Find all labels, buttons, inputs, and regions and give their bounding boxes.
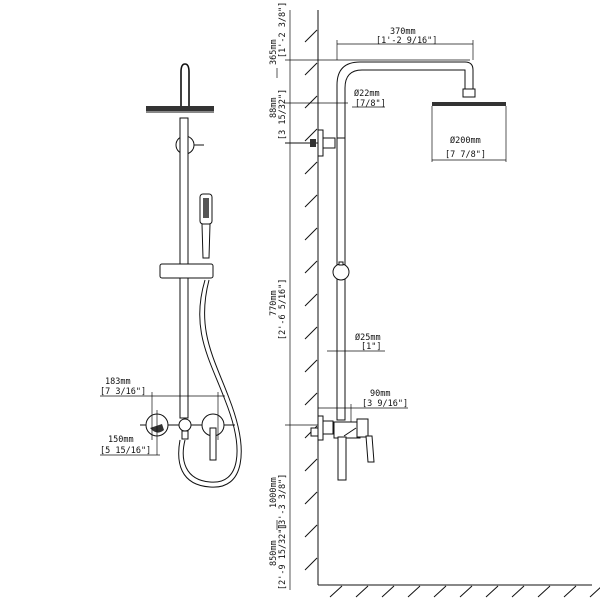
dim-arm-inch: [3 15/32"] [278,89,288,140]
vertical-dimension-chain: 365mm [1'-2 3/8"] 88mm [3 15/32"] 770mm … [269,2,470,590]
dim-valve-spacing-mm: 183mm [105,377,131,387]
floor-hatch-line [459,585,473,598]
wall-hatch-line [304,392,318,406]
front-slide-holder [159,263,214,279]
wall [304,10,319,585]
wall-hatch-line [304,524,318,538]
floor-hatch-line [355,585,369,598]
dim-valve-spacing: 183mm [7 3/16"] [100,377,225,440]
dim-arm-mm: 88mm [269,98,279,118]
wall-hatch-line [304,557,318,571]
wall-hatch-line [304,359,318,373]
front-shower-head [146,63,214,113]
dim-arm-reach: 370mm [1'-2 9/16"] [336,27,474,60]
dim-riser-pipe-inch: [1"] [361,342,381,352]
side-view: 365mm [1'-2 3/8"] 88mm [3 15/32"] 770mm … [269,2,600,598]
wall-hatch-line [304,194,318,208]
side-slider-knob [332,263,350,281]
dim-top-mm: 365mm [269,39,279,65]
dim-valve-depth-mm: 90mm [370,389,390,399]
dim-head-diameter-inch: [7 7/8"] [445,150,486,160]
side-rain-shower-head: Ø200mm [7 7/8"] [431,102,507,162]
wall-hatch-line [304,161,318,175]
floor-hatch-line [485,585,499,598]
front-view: 183mm [7 3/16"] 150mm [5 15/16"] [100,63,242,488]
side-wall-bracket [285,129,336,157]
floor-hatch-line [511,585,525,598]
dim-valve-spacing-inch: [7 3/16"] [100,387,146,397]
dim-arm-reach-inch: [1'-2 9/16"] [376,36,437,46]
floor-hatch-line [381,585,395,598]
dim-valve-min-inch: [2'-9 15/32"] [278,523,288,590]
dim-valve-depth-inch: [3 9/16"] [362,399,408,409]
wall-hatch-line [304,491,318,505]
floor-hatch-line [433,585,447,598]
dim-arm-pipe-inch: [7/8"] [355,99,386,109]
floor-hatch-line [407,585,421,598]
dim-valve-centers-mm: 150mm [108,435,134,445]
dim-riser-inch: [2'-6 5/16"] [278,279,288,340]
dim-arm-reach-mm: 370mm [390,27,416,37]
dim-valve-max-inch: [3'-3 3/8"] [278,474,288,530]
wall-hatch-line [304,29,318,43]
dim-valve-centers: 150mm [5 15/16"] [100,410,160,456]
dim-top-inch: [1'-2 3/8"] [278,2,288,58]
floor [318,584,600,598]
wall-hatch-line [304,260,318,274]
front-hand-shower [199,193,213,259]
dim-arm-pipe: Ø22mm [7/8"] [352,88,386,109]
wall-hatch-line [304,326,318,340]
wall-hatch-line [304,293,318,307]
side-shower-arm [336,61,476,140]
floor-hatch-line [537,585,551,598]
wall-hatch-line [304,128,318,142]
dim-riser-pipe-mm: Ø25mm [355,332,381,343]
floor-hatch-line [589,587,600,598]
floor-hatch-line [329,585,343,598]
side-mixer-valve [310,415,375,481]
wall-hatch-line [304,227,318,241]
floor-hatch-line [563,585,577,598]
wall-hatch-line [304,458,318,472]
wall-hatch-line [304,95,318,109]
front-mixer-valve [140,413,235,461]
dim-head-diameter-mm: Ø200mm [450,135,481,146]
dim-arm-pipe-mm: Ø22mm [354,88,380,99]
dim-riser-mm: 770mm [269,290,279,316]
dim-valve-max-mm: 1000mm [269,477,279,508]
front-hose [182,279,238,483]
wall-hatch-line [304,62,318,76]
dim-valve-centers-inch: [5 15/16"] [100,446,151,456]
dim-valve-min-mm: 850mm [269,540,279,566]
dim-riser-pipe: Ø25mm [1"] [327,332,385,352]
